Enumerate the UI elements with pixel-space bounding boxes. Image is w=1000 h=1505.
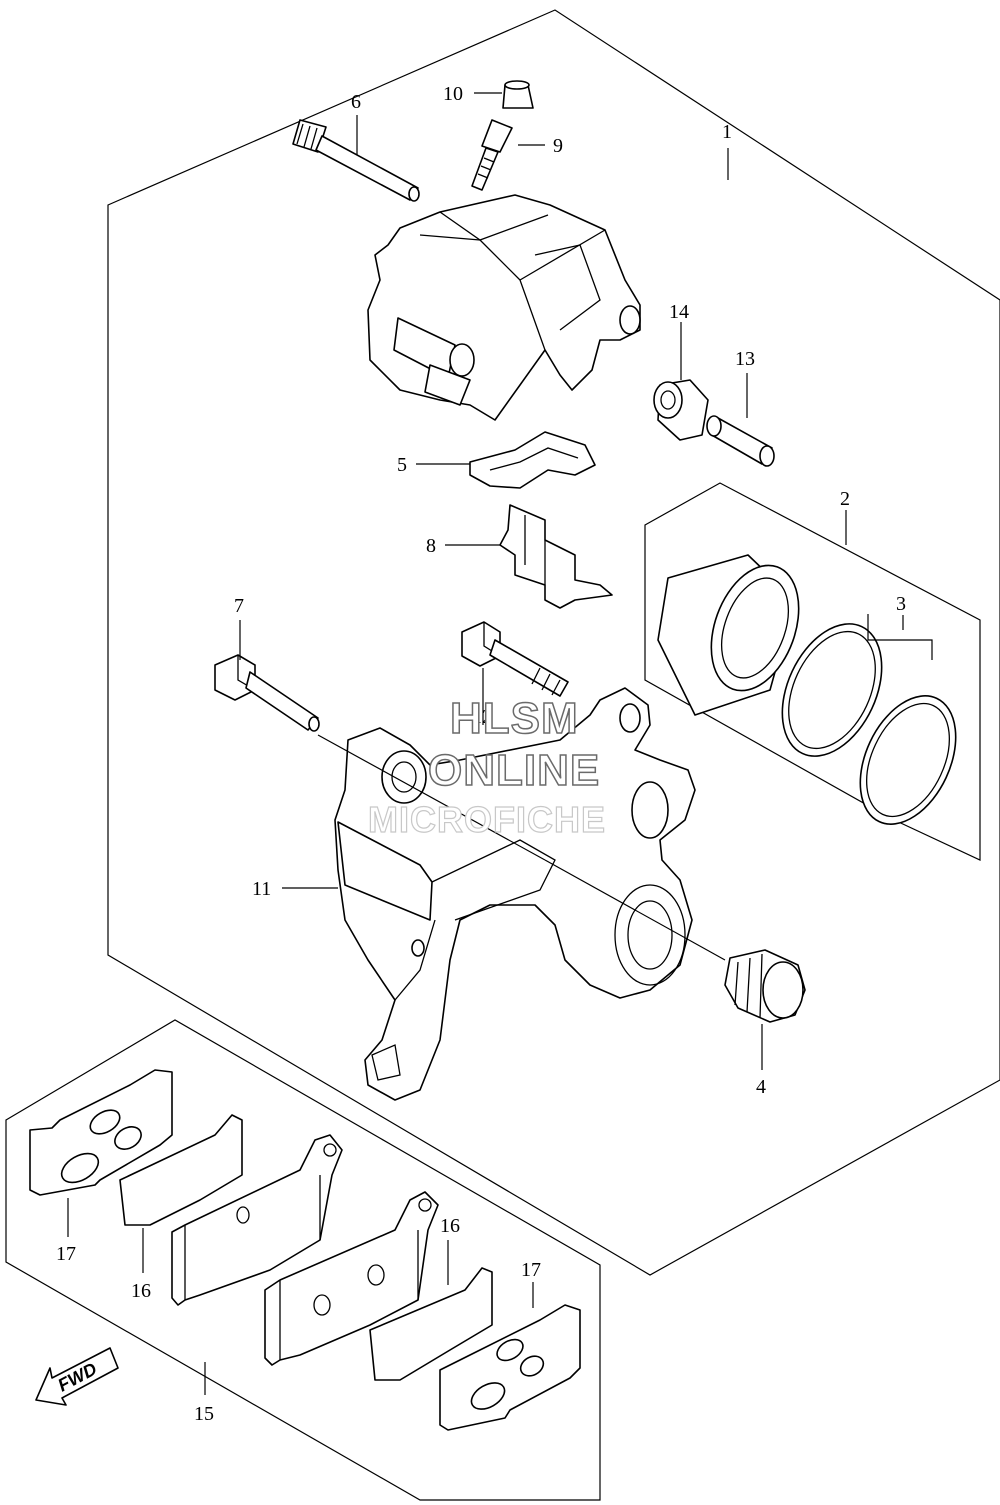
bleeder-valve [471, 119, 513, 191]
callout-13: 13 [735, 348, 755, 370]
callout-2: 2 [840, 488, 850, 510]
brake-pad-left [171, 1134, 343, 1306]
bleeder-cap [502, 80, 534, 109]
forward-direction-indicator: FWD [35, 1347, 119, 1406]
mounting-bolt-left [214, 654, 320, 732]
callout-6: 6 [351, 91, 361, 113]
caliper-assembly-outline [107, 9, 1000, 1276]
callout-17-right: 17 [521, 1259, 541, 1281]
leader-lines [67, 92, 933, 1395]
callout-4: 4 [756, 1076, 766, 1098]
piston-seals [781, 623, 957, 825]
callout-5: 5 [397, 454, 407, 476]
watermark-line-2: ONLINE [428, 746, 600, 795]
mounting-bolt-right [461, 621, 569, 697]
callout-15: 15 [194, 1403, 214, 1425]
slide-pin-upper [292, 119, 420, 202]
pad-insulator-right [369, 1267, 493, 1381]
callout-1: 1 [722, 121, 732, 143]
caliper-piston [657, 554, 800, 716]
caliper-bracket [334, 687, 696, 1101]
pad-shim-right [439, 1304, 581, 1431]
callout-14: 14 [669, 301, 689, 323]
pad-spring [469, 431, 596, 489]
callout-11: 11 [252, 878, 271, 900]
pad-retainer [499, 504, 613, 609]
slide-pin-sleeve [706, 415, 775, 467]
callout-10: 10 [443, 83, 463, 105]
pad-set-outline [5, 1019, 601, 1501]
watermark: HLSM ONLINE MICROFICHE [367, 693, 606, 840]
callout-16-right: 16 [440, 1215, 460, 1237]
caliper-body [367, 194, 641, 421]
callout-3: 3 [896, 593, 906, 615]
callout-8: 8 [426, 535, 436, 557]
pad-insulator-left [119, 1114, 243, 1226]
callout-7: 7 [234, 595, 244, 617]
callout-12: 12 [472, 706, 492, 728]
callout-17-left: 17 [56, 1243, 76, 1265]
callout-16-left: 16 [131, 1280, 151, 1302]
slide-pin-boot-upper [653, 379, 709, 441]
watermark-line-3: MICROFICHE [368, 799, 606, 840]
pad-shim-left [29, 1069, 173, 1196]
piston-kit-outline [644, 482, 981, 861]
callout-9: 9 [553, 135, 563, 157]
watermark-line-1: HLSM [450, 694, 579, 743]
slide-pin-boot-lower [724, 949, 806, 1023]
brake-pad-right [264, 1191, 439, 1366]
fwd-arrow-icon [35, 1347, 119, 1406]
